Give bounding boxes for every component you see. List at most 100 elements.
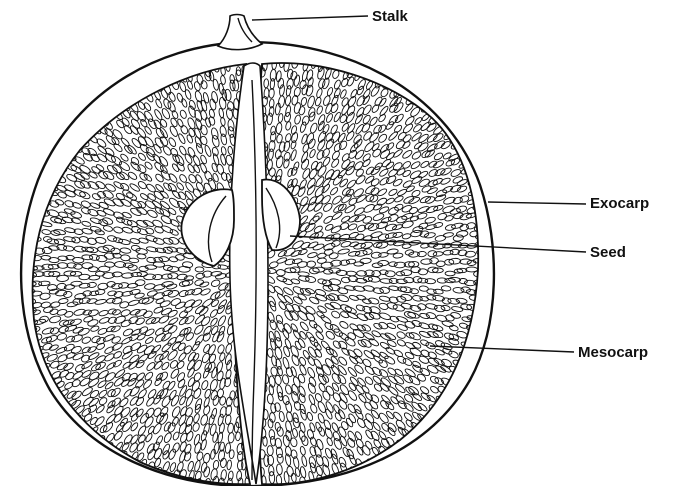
- juice-vesicle: [34, 55, 45, 66]
- juice-vesicle: [24, 390, 35, 400]
- juice-vesicle: [394, 50, 403, 60]
- juice-vesicle: [42, 54, 53, 66]
- juice-vesicle: [450, 436, 462, 448]
- juice-vesicle: [474, 97, 485, 107]
- juice-vesicle: [113, 458, 123, 469]
- juice-vesicle: [50, 451, 61, 462]
- juice-vesicle: [90, 83, 101, 95]
- juice-vesicle: [476, 458, 487, 468]
- juice-vesicle: [40, 451, 51, 462]
- juice-vesicle: [475, 151, 485, 159]
- juice-vesicle: [73, 73, 82, 82]
- juice-vesicle: [74, 79, 86, 91]
- juice-vesicle: [24, 380, 36, 389]
- juice-vesicle: [437, 76, 447, 86]
- juice-vesicle: [39, 423, 52, 435]
- juice-vesicle: [418, 79, 429, 90]
- juice-vesicle: [33, 444, 43, 454]
- juice-vesicle: [64, 425, 76, 436]
- juice-vesicle: [57, 119, 67, 129]
- juice-vesicle: [477, 103, 487, 112]
- juice-vesicle: [475, 377, 487, 386]
- juice-vesicle: [107, 57, 116, 67]
- juice-vesicle: [91, 479, 101, 486]
- juice-vesicle: [450, 105, 460, 115]
- juice-vesicle: [55, 479, 66, 486]
- juice-vesicle: [472, 466, 483, 477]
- juice-vesicle: [91, 54, 100, 64]
- juice-vesicle: [396, 67, 405, 77]
- juice-vesicle: [31, 433, 41, 442]
- juice-vesicle: [73, 61, 83, 72]
- juice-vesicle: [473, 412, 485, 422]
- juice-vesicle: [37, 470, 49, 482]
- juice-vesicle: [67, 442, 77, 452]
- juice-vesicle: [130, 57, 139, 68]
- juice-vesicle: [425, 68, 435, 78]
- juice-vesicle: [49, 89, 60, 100]
- juice-vesicle: [96, 451, 108, 464]
- juice-vesicle: [130, 467, 140, 479]
- stalk-label: Stalk: [372, 8, 409, 25]
- juice-vesicle: [58, 434, 69, 444]
- juice-vesicle: [425, 437, 437, 449]
- juice-vesicle: [467, 124, 479, 135]
- juice-vesicle: [374, 48, 384, 60]
- exocarp-label: Exocarp: [590, 195, 649, 212]
- juice-vesicle: [458, 134, 469, 143]
- juice-vesicle: [34, 476, 46, 486]
- juice-vesicle: [81, 92, 93, 104]
- juice-vesicle: [95, 479, 106, 486]
- juice-vesicle: [42, 413, 53, 424]
- juice-vesicle: [96, 53, 107, 66]
- juice-vesicle: [66, 470, 76, 480]
- juice-vesicle: [450, 445, 460, 455]
- juice-vesicle: [24, 90, 35, 101]
- juice-vesicle: [413, 457, 423, 467]
- juice-vesicle: [441, 61, 451, 71]
- juice-vesicle: [458, 446, 470, 457]
- juice-vesicle: [460, 76, 471, 87]
- juice-vesicle: [476, 70, 488, 81]
- juice-vesicle: [114, 470, 125, 483]
- juice-vesicle: [464, 79, 475, 90]
- juice-vesicle: [410, 474, 420, 485]
- juice-vesicle: [427, 52, 437, 63]
- juice-vesicle: [401, 66, 412, 78]
- juice-vesicle: [405, 50, 415, 61]
- juice-vesicle: [459, 430, 470, 440]
- juice-vesicle: [473, 77, 485, 88]
- juice-vesicle: [59, 416, 68, 425]
- juice-vesicle: [31, 453, 42, 463]
- juice-vesicle: [371, 471, 381, 483]
- juice-vesicle: [23, 145, 35, 155]
- juice-vesicle: [474, 86, 484, 96]
- juice-vesicle: [450, 472, 460, 482]
- juice-vesicle: [26, 396, 39, 407]
- juice-vesicle: [122, 62, 132, 74]
- juice-vesicle: [468, 391, 481, 402]
- juice-vesicle: [97, 469, 108, 481]
- juice-vesicle: [393, 457, 404, 469]
- juice-vesicle: [58, 449, 70, 461]
- juice-vesicle: [427, 61, 437, 71]
- juice-vesicle: [31, 459, 42, 470]
- juice-vesicle: [475, 122, 487, 133]
- juice-vesicle: [341, 476, 349, 486]
- juice-vesicle: [474, 114, 484, 124]
- juice-vesicle: [50, 433, 60, 443]
- juice-vesicle: [48, 478, 59, 486]
- juice-vesicle: [33, 134, 45, 145]
- juice-vesicle: [465, 114, 476, 124]
- juice-vesicle: [32, 470, 44, 482]
- juice-vesicle: [419, 69, 430, 81]
- juice-vesicle: [398, 60, 406, 69]
- juice-vesicle: [104, 479, 114, 486]
- juice-vesicle: [47, 424, 57, 434]
- juice-vesicle: [441, 463, 452, 474]
- juice-vesicle: [82, 80, 94, 93]
- juice-vesicle: [410, 448, 420, 458]
- juice-vesicle: [441, 436, 451, 446]
- juice-vesicle: [444, 48, 454, 59]
